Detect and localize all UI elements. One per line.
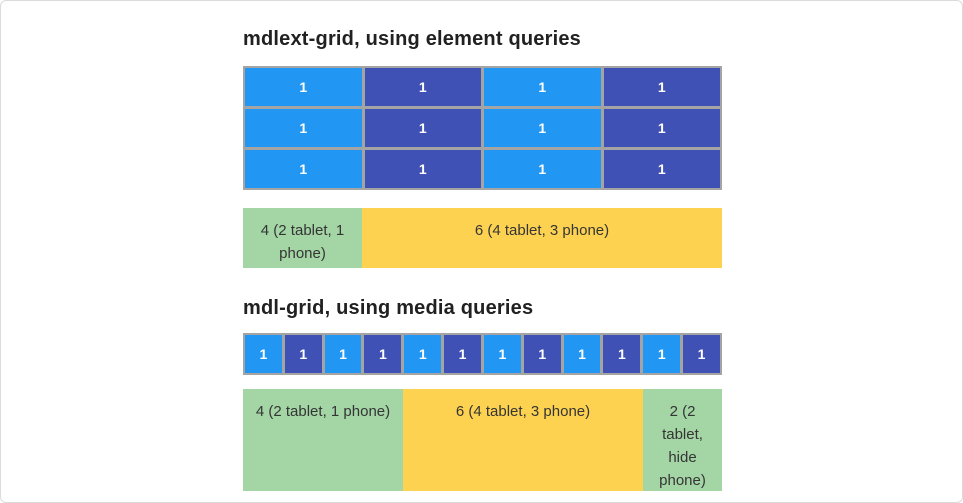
grid-unit-cell: 1	[364, 335, 402, 373]
grid-unit-cell: 1	[603, 68, 720, 106]
page-content: mdlext-grid, using element queries 1 1 1…	[243, 1, 722, 491]
grid-unit-cell: 1	[484, 109, 601, 147]
span-cell-2: 2 (2 tablet, hide phone)	[643, 389, 722, 491]
grid-unit-cell: 1	[324, 335, 362, 373]
grid-unit-cell: 1	[484, 68, 601, 106]
grid-unit-cell: 1	[523, 335, 561, 373]
section1-title: mdlext-grid, using element queries	[243, 28, 581, 50]
span-cell-6: 6 (4 tablet, 3 phone)	[362, 208, 722, 268]
grid-unit-cell: 1	[245, 68, 362, 106]
mdl-grid: 1 1 1 1 1 1 1 1 1 1 1 1	[243, 333, 722, 375]
span-cell-4: 4 (2 tablet, 1 phone)	[243, 208, 362, 268]
grid-unit-cell: 1	[284, 335, 322, 373]
grid-unit-cell: 1	[245, 335, 282, 373]
span-cell-4: 4 (2 tablet, 1 phone)	[243, 389, 403, 491]
grid-unit-cell: 1	[603, 109, 720, 147]
grid-unit-cell: 1	[364, 150, 481, 188]
grid-unit-cell: 1	[643, 335, 681, 373]
span-cell-6: 6 (4 tablet, 3 phone)	[403, 389, 643, 491]
grid-unit-cell: 1	[603, 150, 720, 188]
grid-unit-cell: 1	[683, 335, 720, 373]
grid-unit-cell: 1	[603, 335, 641, 373]
grid-unit-cell: 1	[245, 109, 362, 147]
mdlext-grid: 1 1 1 1 1 1 1 1 1 1 1 1	[243, 66, 722, 190]
mdlext-span-row: 4 (2 tablet, 1 phone) 6 (4 tablet, 3 pho…	[243, 208, 722, 268]
grid-unit-cell: 1	[404, 335, 442, 373]
grid-unit-cell: 1	[364, 68, 481, 106]
grid-unit-cell: 1	[563, 335, 601, 373]
grid-unit-cell: 1	[245, 150, 362, 188]
grid-unit-cell: 1	[364, 109, 481, 147]
section2-title: mdl-grid, using media queries	[243, 297, 534, 319]
grid-unit-cell: 1	[484, 150, 601, 188]
grid-unit-cell: 1	[444, 335, 481, 373]
grid-unit-cell: 1	[483, 335, 521, 373]
mdl-span-row: 4 (2 tablet, 1 phone) 6 (4 tablet, 3 pho…	[243, 389, 722, 491]
